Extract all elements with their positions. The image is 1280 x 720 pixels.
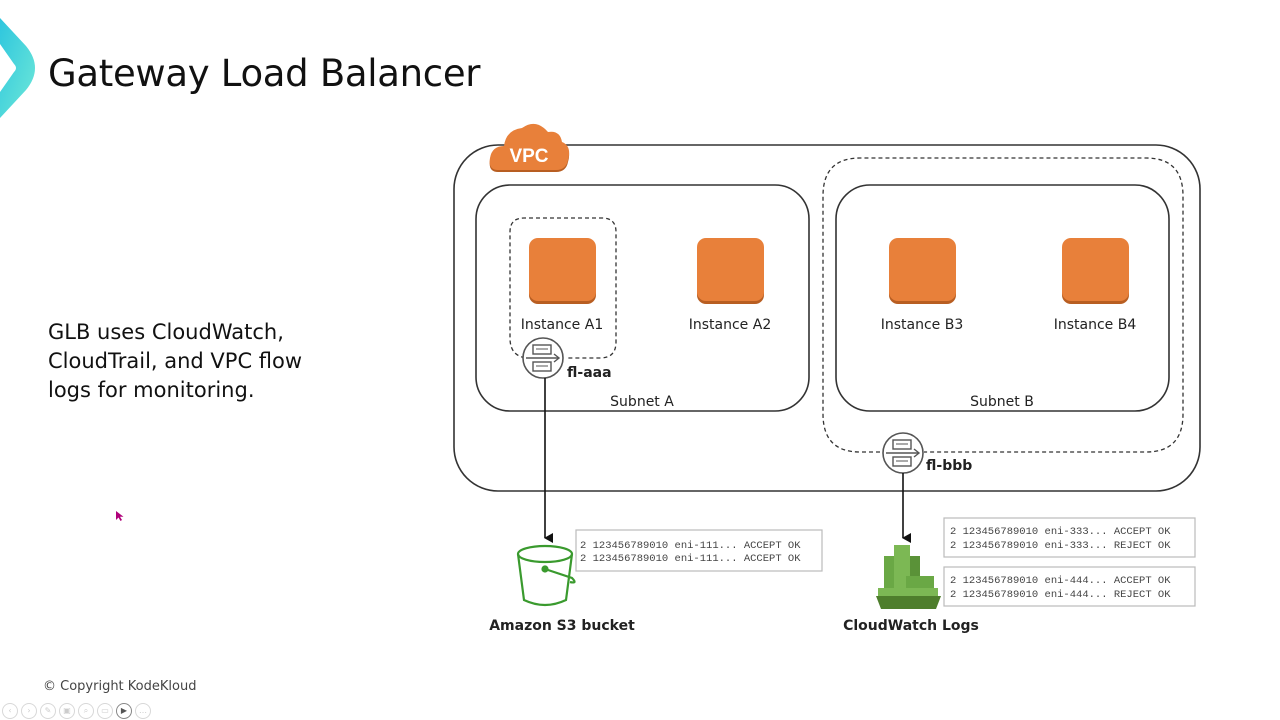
cloudwatch-log-box-eni-444 [943, 566, 1196, 607]
flow-log-icon-fl-bbb [882, 432, 924, 474]
cloudwatch-log-line: 2 123456789010 eni-333... ACCEPT OK [950, 526, 1171, 538]
instance-a1-label: Instance A1 [521, 317, 603, 333]
slides-overview-button[interactable]: ▣ [59, 703, 75, 719]
pen-tool-button[interactable]: ✎ [40, 703, 56, 719]
s3-log-line: 2 123456789010 eni-111... ACCEPT OK [580, 553, 801, 565]
instance-b3-label: Instance B3 [881, 317, 964, 333]
flow-log-label-fl-aaa: fl-aaa [567, 365, 612, 381]
presentation-toolbar: ‹ › ✎ ▣ ⌕ ▭ ▶ … [2, 703, 151, 719]
cloudwatch-log-box-eni-333 [943, 517, 1196, 558]
cloudwatch-log-line: 2 123456789010 eni-444... REJECT OK [950, 589, 1171, 601]
flow-log-scope-a1 [509, 217, 617, 359]
vpc-label: VPC [509, 146, 548, 167]
instance-a2-label: Instance A2 [689, 317, 771, 333]
next-slide-button[interactable]: › [21, 703, 37, 719]
cloudwatch-log-line: 2 123456789010 eni-444... ACCEPT OK [950, 575, 1171, 587]
s3-bucket-icon [516, 544, 576, 607]
previous-slide-button[interactable]: ‹ [2, 703, 18, 719]
instance-b3: Instance B3 [881, 238, 964, 333]
s3-log-box [575, 529, 823, 572]
instance-a1: Instance A1 [521, 238, 603, 333]
slide-body-text: GLB uses CloudWatch, CloudTrail, and VPC… [48, 320, 303, 402]
subnet-a-label: Subnet A [610, 394, 674, 410]
s3-log-line: 2 123456789010 eni-111... ACCEPT OK [580, 540, 801, 552]
subnet-b-boundary [835, 184, 1170, 412]
flow-log-label-fl-bbb: fl-bbb [926, 458, 972, 474]
s3-bucket-label: Amazon S3 bucket [489, 618, 635, 634]
more-options-button[interactable]: … [135, 703, 151, 719]
camera-button[interactable]: ▶ [116, 703, 132, 719]
subtitles-button[interactable]: ▭ [97, 703, 113, 719]
copyright-text: © Copyright KodeKloud [43, 679, 197, 694]
flow-log-icon-fl-aaa [522, 337, 564, 379]
instance-b4-label: Instance B4 [1054, 317, 1137, 333]
cloudwatch-logs-icon [876, 545, 941, 609]
mouse-cursor-icon [116, 511, 124, 521]
subnet-a-boundary [475, 184, 810, 412]
subnet-b-label: Subnet B [970, 394, 1034, 410]
cloudwatch-log-line: 2 123456789010 eni-333... REJECT OK [950, 540, 1171, 552]
vpc-cloud-icon: VPC [489, 123, 570, 172]
slide-title: Gateway Load Balancer [48, 52, 481, 95]
kodekloud-logo-icon [0, 18, 35, 118]
instance-b4: Instance B4 [1054, 238, 1137, 333]
vpc-boundary [453, 144, 1201, 492]
instance-a2: Instance A2 [689, 238, 771, 333]
zoom-button[interactable]: ⌕ [78, 703, 94, 719]
cloudwatch-logs-label: CloudWatch Logs [843, 618, 979, 634]
